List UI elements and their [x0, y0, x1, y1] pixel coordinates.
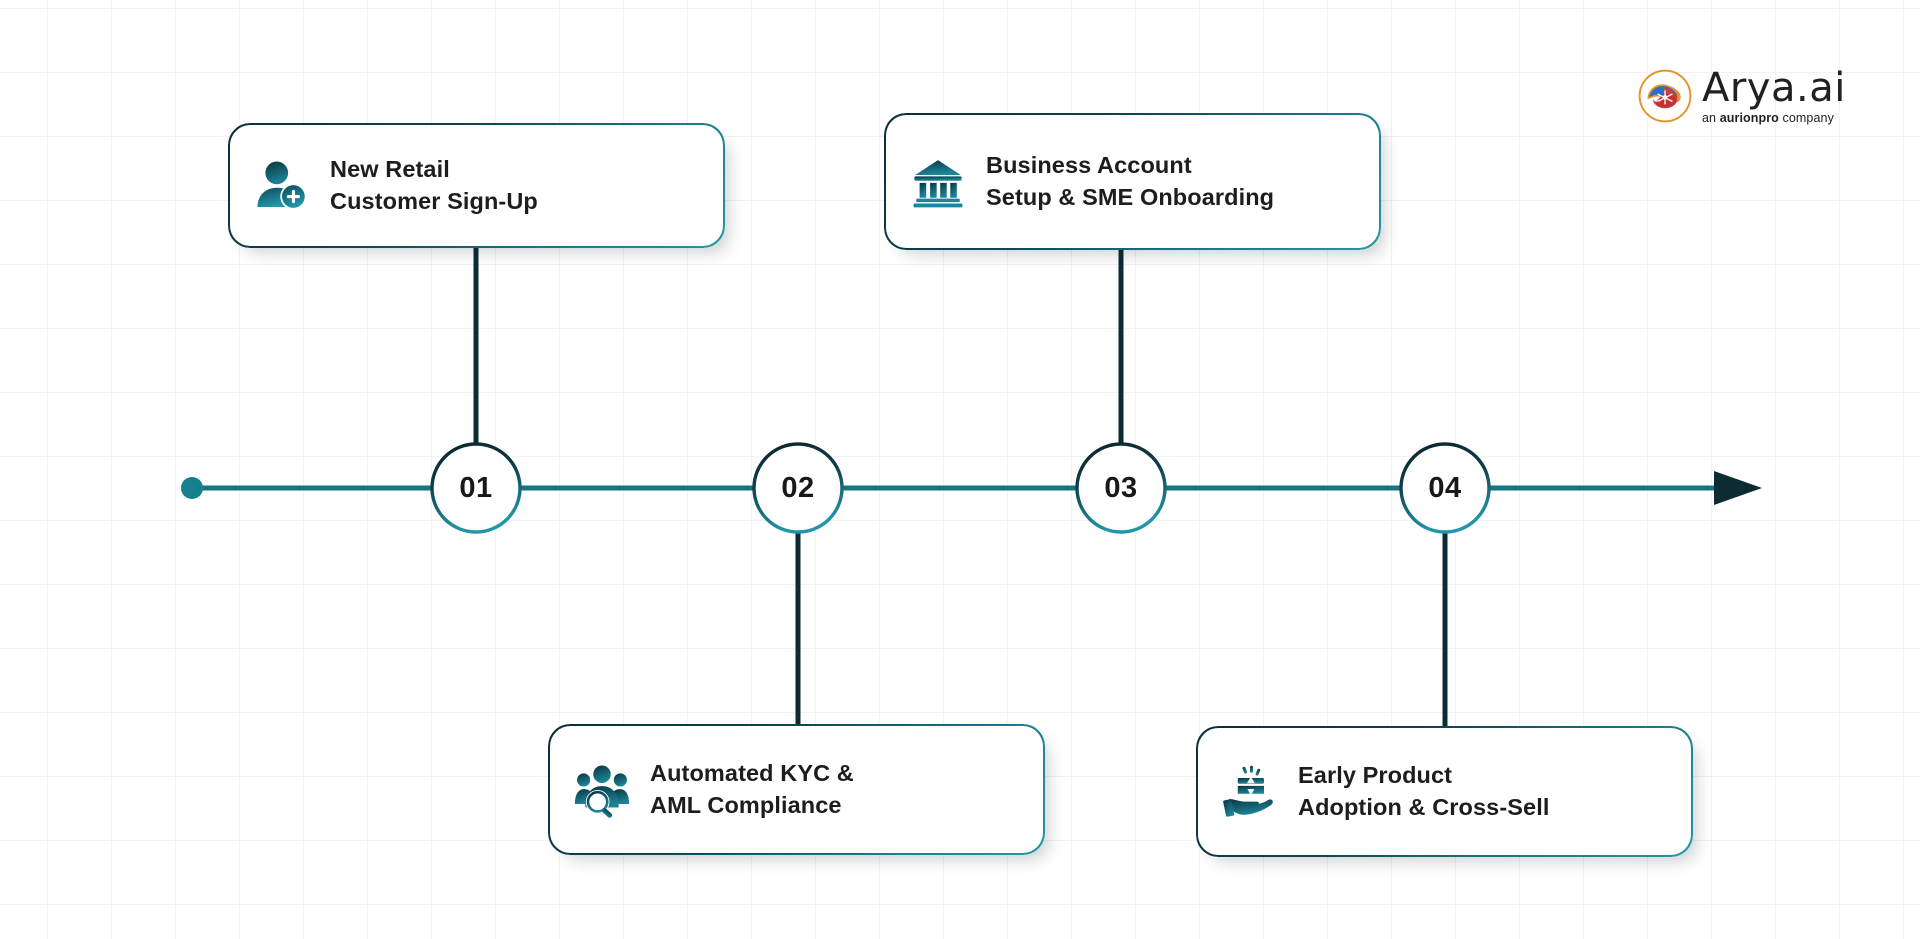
node-number-02[interactable]: 02: [781, 471, 815, 504]
step-card-02-title: Automated KYC & AML Compliance: [650, 758, 854, 820]
brand-tagline: an aurionpro company: [1702, 112, 1846, 125]
hand-gift-box-icon: [1223, 765, 1273, 817]
step-card-02[interactable]: Automated KYC & AML Compliance: [548, 724, 1045, 855]
step-card-02-title-line1: Automated KYC &: [650, 760, 854, 787]
step-card-04-title-line1: Early Product: [1298, 762, 1453, 789]
user-add-icon: [257, 161, 307, 210]
timeline-arrow-icon: [1714, 471, 1762, 505]
node-ring-04: [1399, 442, 1491, 534]
node-number-04[interactable]: 04: [1428, 471, 1462, 504]
brand-tagline-suffix: company: [1778, 111, 1834, 125]
step-card-04-title-line2: Adoption & Cross-Sell: [1298, 793, 1550, 820]
step-card-02-title-line2: AML Compliance: [650, 791, 842, 818]
step-card-03-title-line2: Setup & SME Onboarding: [986, 183, 1275, 210]
step-card-01-title-line1: New Retail: [330, 156, 450, 183]
node-number-03[interactable]: 03: [1104, 471, 1138, 504]
step-card-01[interactable]: New Retail Customer Sign-Up: [228, 123, 725, 248]
step-card-01-title-line2: Customer Sign-Up: [330, 187, 538, 214]
step-card-01-title: New Retail Customer Sign-Up: [330, 154, 538, 216]
node-ring-02: [752, 442, 844, 534]
bank-building-icon: [913, 159, 963, 207]
brand-tagline-bold: aurionpro: [1719, 111, 1779, 125]
node-ring-03: [1075, 442, 1167, 534]
step-card-03[interactable]: Business Account Setup & SME Onboarding: [884, 113, 1381, 250]
node-ring-01: [430, 442, 522, 534]
brand-tagline-prefix: an: [1702, 111, 1720, 125]
node-number-01[interactable]: 01: [459, 471, 493, 504]
brand-logo[interactable]: Arya.ai an aurionpro company: [1637, 68, 1846, 125]
step-card-04[interactable]: Early Product Adoption & Cross-Sell: [1196, 726, 1693, 857]
step-card-04-title: Early Product Adoption & Cross-Sell: [1298, 760, 1549, 822]
step-card-03-title-line1: Business Account: [986, 152, 1192, 179]
timeline-start-dot: [181, 477, 203, 499]
brand-name: Arya.ai: [1702, 65, 1846, 111]
step-card-03-title: Business Account Setup & SME Onboarding: [986, 150, 1274, 212]
arya-brain-logo-icon: [1638, 69, 1692, 123]
people-magnifier-icon: [574, 765, 630, 818]
